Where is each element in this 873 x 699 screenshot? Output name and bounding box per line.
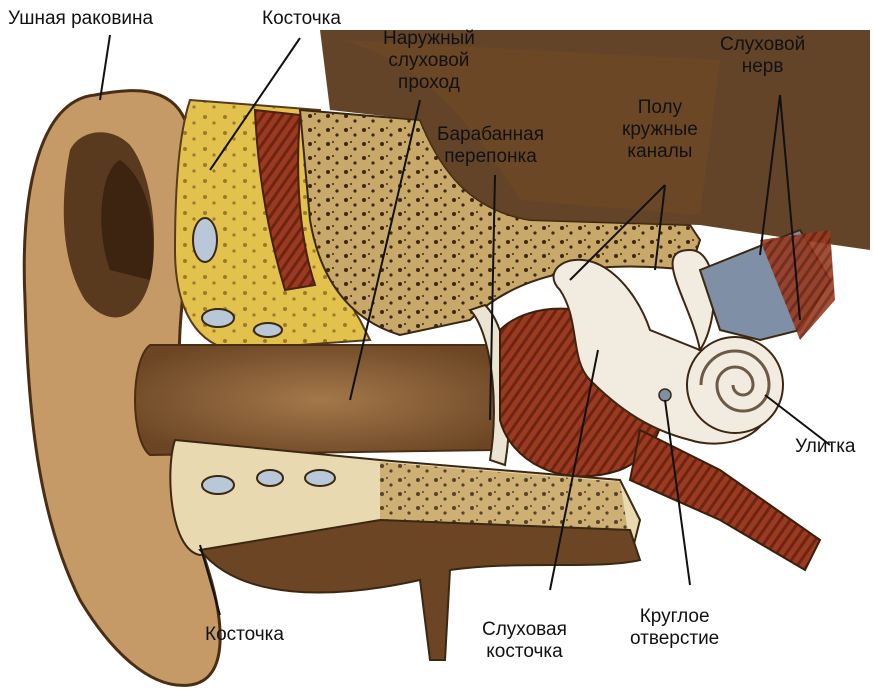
label-ear-canal: Наружный слуховой проход [383, 28, 475, 94]
label-ear-canal-line2: слуховой [383, 50, 475, 72]
label-ear-canal-line1: Наружный [383, 28, 475, 50]
label-eardrum: Барабанная перепонка [437, 124, 544, 168]
label-ear-canal-line3: проход [383, 72, 475, 94]
label-cochlea: Улитка [795, 436, 856, 458]
eustachian-muscle [630, 430, 820, 570]
label-bone-bottom: Косточка [205, 624, 284, 646]
label-auditory-nerve-line1: Слуховой [720, 34, 805, 56]
label-bone-top: Косточка [262, 8, 341, 30]
label-eardrum-line1: Барабанная [437, 124, 544, 146]
label-eardrum-line2: перепонка [437, 146, 544, 168]
label-round-window-line2: отверстие [630, 628, 719, 650]
label-auditory-nerve-line2: нерв [720, 56, 805, 78]
label-ossicle: Слуховая косточка [482, 619, 567, 663]
external-auditory-canal [135, 345, 508, 455]
label-auditory-nerve: Слуховой нерв [720, 34, 805, 78]
label-ossicle-line2: косточка [482, 641, 567, 663]
label-semicircular-line1: Полу [622, 97, 698, 119]
label-semicircular: Полу кружные каналы [622, 97, 698, 163]
label-semicircular-line2: кружные [622, 119, 698, 141]
label-semicircular-line3: каналы [622, 141, 698, 163]
label-round-window-line1: Круглое [630, 606, 719, 628]
label-ear-shell: Ушная раковина [8, 8, 153, 30]
label-round-window: Круглое отверстие [630, 606, 719, 650]
label-ossicle-line1: Слуховая [482, 619, 567, 641]
